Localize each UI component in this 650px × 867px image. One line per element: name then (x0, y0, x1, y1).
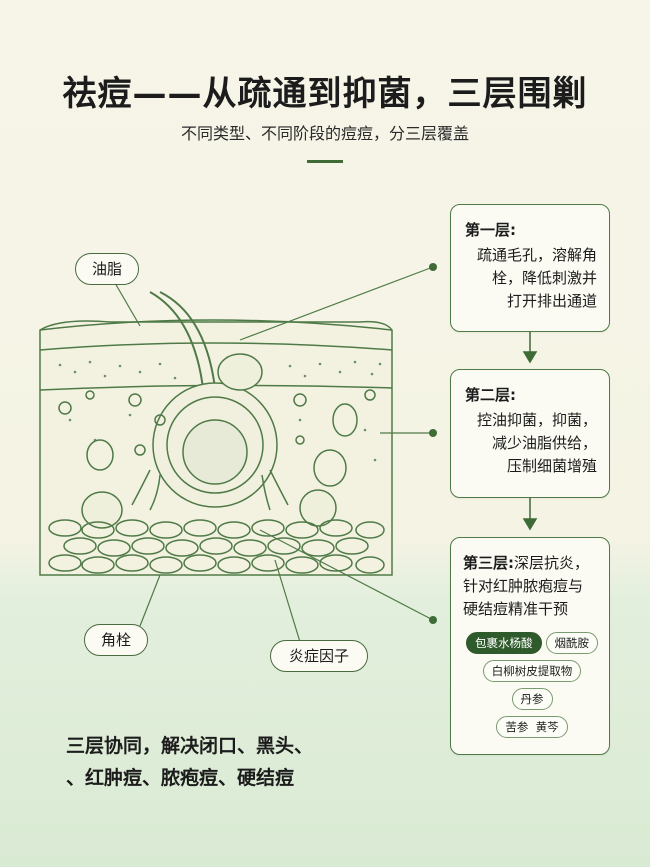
sebum-leader-line (114, 282, 141, 327)
layer3-card: 第三层:深层抗炎， 针对红肿脓疱痘与 硬结痘精准干预 包裹水杨酸烟酰胺 白柳树皮… (450, 537, 610, 755)
page-subtitle: 不同类型、不同阶段的痘痘，分三层覆盖 (180, 124, 469, 143)
layer3-line: 针对红肿脓疱痘与 (463, 577, 584, 595)
layer2-card: 第二层: 控油抑菌，抑菌， 减少油脂供给， 压制细菌增殖 (450, 369, 610, 498)
inflammation-leader-line (274, 559, 301, 643)
layer1-card: 第一层: 疏通毛孔，溶解角 栓，降低刺激并 打开排出通道 (450, 204, 610, 332)
ingredient-tag: 丹参 (511, 688, 553, 710)
layer3-heading: 第三层: (463, 554, 514, 572)
ingredient-tag: 烟酰胺 (545, 632, 598, 654)
layer3-heading-rest: 深层抗炎， (514, 554, 590, 572)
label-sebum: 油脂 (75, 253, 139, 285)
summary-line: 、红肿痘、脓疱痘、硬结痘 (66, 767, 295, 789)
page-title: 祛痘——从疏通到抑菌，三层围剿 (62, 74, 588, 114)
label-plug: 角栓 (84, 624, 148, 656)
layer1-line: 疏通毛孔，溶解角 (476, 246, 597, 264)
ingredient-tag: 白柳树皮提取物 (482, 660, 582, 682)
layer1-leader-line (239, 266, 434, 341)
summary-text: 三层协同，解决闭口、黑头、 、红肿痘、脓疱痘、硬结痘 (66, 730, 313, 794)
summary-line: 三层协同，解决闭口、黑头、 (66, 735, 314, 757)
label-inflammation: 炎症因子 (270, 640, 368, 672)
layer3-leader-line (259, 529, 434, 621)
layer2-line: 控油抑菌，抑菌， (476, 411, 597, 429)
title-divider (307, 160, 343, 163)
layer2-line: 减少油脂供给， (491, 434, 597, 452)
layer1-line: 栓，降低刺激并 (491, 269, 597, 287)
ingredient-tags: 包裹水杨酸烟酰胺 白柳树皮提取物丹参 苦参 黄芩 (451, 621, 609, 741)
ingredient-tag: 包裹水杨酸 (466, 632, 542, 654)
layer2-line: 压制细菌增殖 (506, 457, 597, 475)
layer1-line: 打开排出通道 (506, 292, 597, 310)
plug-leader-line (139, 574, 161, 627)
layer1-heading: 第一层: (465, 221, 516, 239)
layer3-line: 硬结痘精准干预 (463, 600, 569, 618)
ingredient-tag: 苦参 黄芩 (496, 716, 568, 738)
layer2-heading: 第二层: (465, 386, 516, 404)
